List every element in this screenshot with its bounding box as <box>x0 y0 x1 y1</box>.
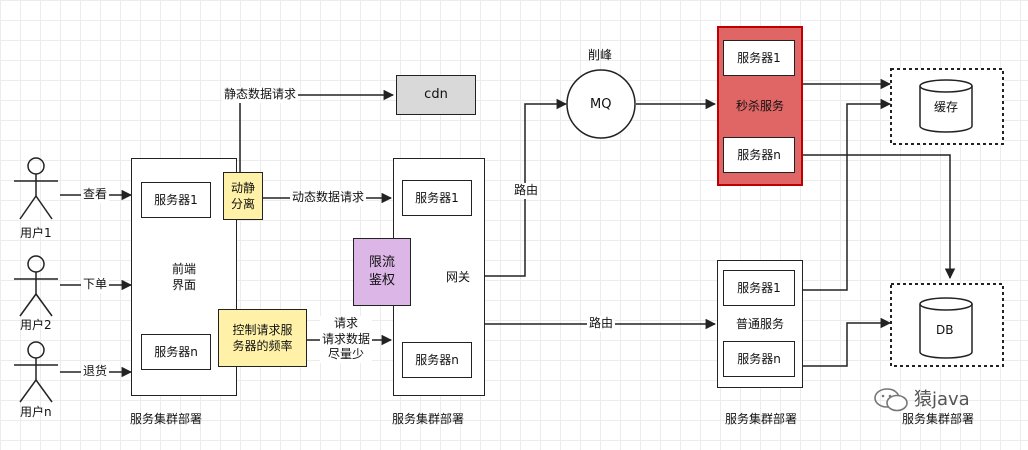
edge-seckill-db <box>802 154 956 280</box>
label-request-less: 请求 请求数据 尽量少 <box>320 316 373 363</box>
cdn-box: cdn <box>396 75 476 115</box>
user-figure-2 <box>14 255 58 317</box>
normal-cluster-caption: 服务集群部署 <box>725 412 798 426</box>
seckill-server-n: 服务器n <box>723 137 795 173</box>
rate-control-box: 控制请求服 务器的频率 <box>218 309 307 367</box>
gateway-title: 网关 <box>445 269 470 284</box>
mq-circle <box>566 69 636 139</box>
gateway-cluster-caption: 服务集群部署 <box>392 412 465 426</box>
db-cylinder <box>919 297 973 359</box>
edge-static-cdn <box>239 89 395 172</box>
frontend-cluster-caption: 服务集群部署 <box>130 412 203 426</box>
mq-label: MQ <box>590 97 612 112</box>
frontend-server-n: 服务器n <box>141 334 211 370</box>
user-label-n: 用户n <box>20 405 52 419</box>
user-figure-n <box>14 341 58 403</box>
gateway-server-n: 服务器n <box>402 342 472 378</box>
action-view: 查看 <box>81 187 110 203</box>
watermark-text: 猿java <box>914 389 970 410</box>
static-dynamic-separation: 动静 分离 <box>223 172 263 220</box>
edge-normal-cache <box>802 98 892 291</box>
wechat-icon <box>874 388 908 412</box>
label-route-mq: 路由 <box>512 183 541 199</box>
normal-server-1: 服务器1 <box>723 270 795 306</box>
mq-caption: 削峰 <box>588 48 613 62</box>
normal-title: 普通服务 <box>735 316 784 331</box>
label-dynamic-request: 动态数据请求 <box>290 190 367 206</box>
action-order: 下单 <box>81 277 110 293</box>
user-figure-1 <box>14 157 58 220</box>
user-label-1: 用户1 <box>20 226 52 240</box>
gateway-server-1: 服务器1 <box>402 180 472 216</box>
user-label-2: 用户2 <box>20 318 52 332</box>
label-static-request: 静态数据请求 <box>222 87 299 103</box>
frontend-server-1: 服务器1 <box>141 182 211 218</box>
seckill-title: 秒杀服务 <box>735 98 784 113</box>
edge-normal-db <box>802 317 892 367</box>
action-return: 退货 <box>81 364 110 380</box>
label-route-normal: 路由 <box>587 316 616 332</box>
db-label: DB <box>936 323 954 337</box>
cache-cylinder <box>919 79 973 133</box>
frontend-title: 前端 界面 <box>171 261 196 292</box>
db-cluster-caption: 服务集群部署 <box>902 412 975 426</box>
seckill-server-1: 服务器1 <box>723 40 795 76</box>
normal-server-n: 服务器n <box>723 341 795 377</box>
rate-limit-auth-box: 限流 鉴权 <box>353 238 411 306</box>
cache-label: 缓存 <box>934 100 959 114</box>
